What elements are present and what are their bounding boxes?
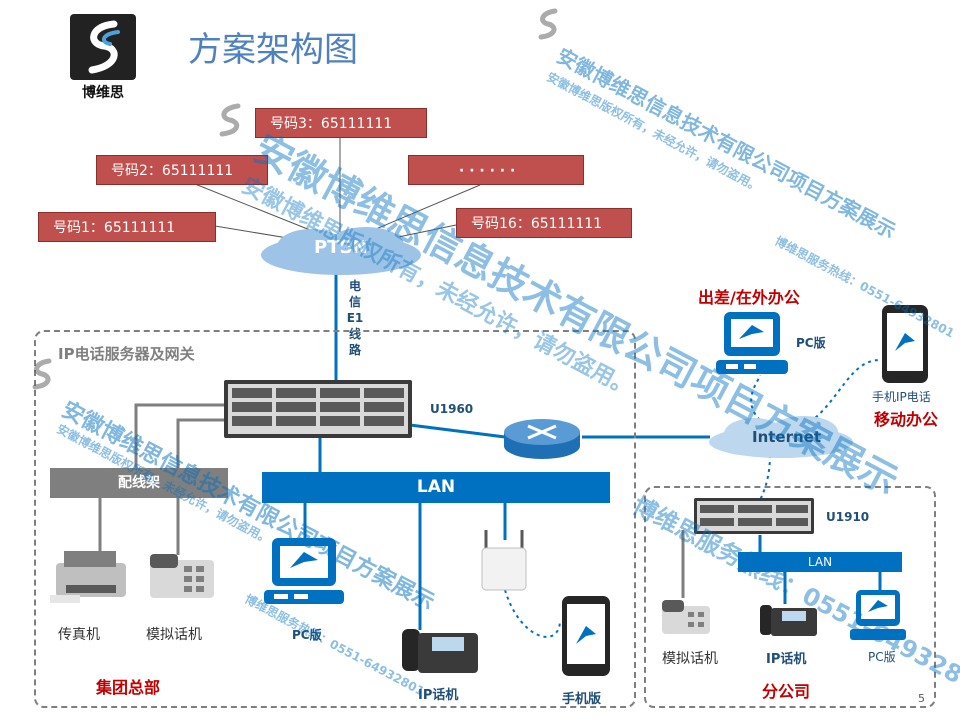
- number-box-1: 号码1：65111111: [38, 212, 216, 242]
- logo-mark: [70, 14, 136, 80]
- analog-phone-icon: [662, 600, 710, 634]
- wireless-ap: [478, 530, 530, 592]
- internet-cloud: Internet: [706, 414, 856, 460]
- remote-pc-client: [716, 312, 788, 376]
- fax-icon: [50, 551, 126, 603]
- pc-client-icon: [264, 538, 344, 604]
- mobile-office-label: 移动办公: [874, 410, 939, 429]
- watermark-logo-icon: [210, 100, 250, 140]
- number-box-3: 号码3：65111111: [255, 108, 427, 138]
- hq-pc-client: [264, 538, 344, 608]
- hq-ip-phone: [402, 625, 480, 675]
- hq-mobile-label: 手机版: [562, 692, 602, 707]
- gateway-icon: [224, 380, 412, 438]
- page-title: 方案架构图: [188, 30, 358, 70]
- hq-ip-phone-label: IP话机: [418, 688, 459, 703]
- pc-client-icon: [850, 590, 906, 640]
- branch-region: [644, 486, 936, 708]
- u1910-label: U1910: [826, 510, 870, 524]
- remote-office-title: 出差/在外办公: [698, 288, 800, 307]
- branch-name: 分公司: [762, 682, 811, 701]
- smartphone-icon: [562, 596, 610, 676]
- remote-mobile: [882, 305, 928, 383]
- patch-panel: 配线架: [50, 468, 228, 498]
- gateway-u1960: [224, 380, 412, 438]
- hq-region: [34, 330, 636, 708]
- analog-phone-icon: [150, 554, 214, 598]
- pstn-label: PTSN: [314, 237, 368, 258]
- branch-pc-label: PC版: [868, 650, 896, 664]
- gateway-u1910: [694, 498, 814, 534]
- fax-label: 传真机: [58, 627, 100, 643]
- access-point-icon: [481, 530, 527, 591]
- pstn-cloud: PTSN: [256, 225, 426, 277]
- internet-label: Internet: [752, 428, 822, 446]
- mobile-ip-phone-label: 手机IP电话: [872, 390, 931, 404]
- gateway-icon: [694, 498, 814, 534]
- u1960-label: U1960: [430, 402, 474, 416]
- branch-analog-phone: [660, 598, 712, 636]
- page-number: 5: [918, 692, 925, 705]
- fax-machine: [48, 545, 132, 607]
- hq-pc-label: PC版: [292, 628, 322, 642]
- branch-analog-label: 模拟话机: [662, 651, 718, 667]
- number-box-2: 号码2：65111111: [96, 155, 268, 185]
- analog-phone: [146, 550, 218, 602]
- ip-phone-icon: [402, 629, 478, 673]
- watermark-logo-icon: [24, 356, 60, 392]
- smartphone-icon: [882, 305, 928, 383]
- router-icon: [504, 419, 580, 459]
- branch-ip-phone: [760, 602, 818, 638]
- remote-pc-label: PC版: [796, 336, 826, 350]
- hq-mobile: [562, 596, 610, 676]
- logo-text: 博维思: [82, 85, 124, 101]
- branch-lan-bar: LAN: [738, 552, 902, 572]
- watermark-logo-icon: [530, 6, 566, 42]
- cloud-icon: [709, 416, 853, 458]
- cloud-icon: [261, 227, 421, 275]
- analog-phone-label: 模拟话机: [146, 627, 202, 643]
- branch-pc-client: [850, 590, 906, 642]
- hq-section-label: IP电话服务器及网关: [58, 345, 195, 363]
- pc-client-icon: [716, 312, 788, 374]
- lan-bar: LAN: [262, 472, 610, 503]
- hq-name: 集团总部: [96, 678, 161, 697]
- number-box-dots: · · · · · ·: [408, 155, 584, 185]
- company-logo: 博维思: [70, 14, 136, 102]
- number-box-16: 号码16：65111111: [456, 208, 632, 238]
- branch-ip-label: IP话机: [766, 652, 807, 667]
- ip-phone-icon: [760, 605, 817, 636]
- router: [502, 416, 582, 460]
